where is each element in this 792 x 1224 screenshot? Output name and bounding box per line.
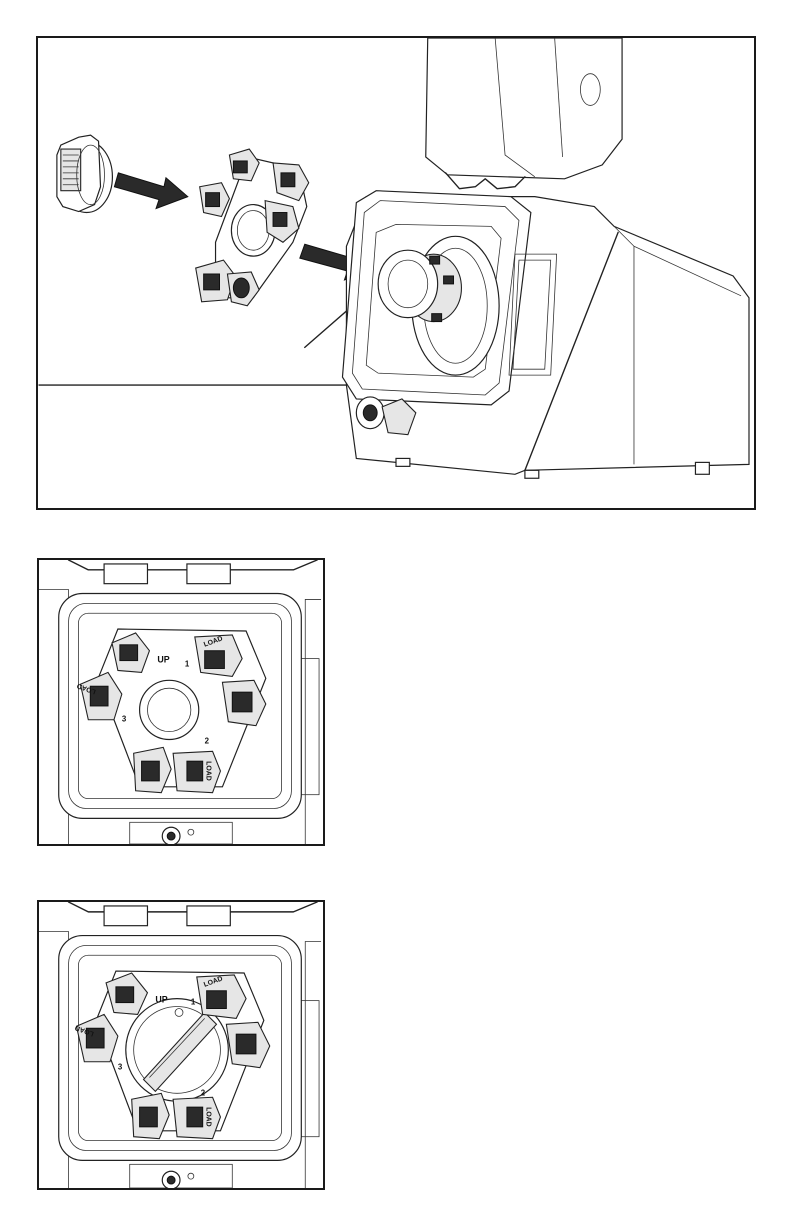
- installation-illustration: [38, 38, 754, 508]
- load-label-2: LOAD: [205, 761, 212, 781]
- position-number-1: 1: [185, 660, 190, 669]
- locked-figure: UP 1 2 3 LOAD LOAD LOAD: [37, 900, 325, 1190]
- seated-figure: UP 1 2 3 LOAD LOAD LOAD: [37, 558, 325, 846]
- position-number-2: 2: [201, 1088, 206, 1097]
- blade-assembly-part: [196, 149, 309, 306]
- seated-illustration: UP 1 2 3 LOAD LOAD LOAD: [39, 560, 323, 844]
- blade-cap-part: [57, 135, 113, 212]
- load-label-2: LOAD: [205, 1107, 212, 1127]
- locked-illustration: UP 1 2 3 LOAD LOAD LOAD: [39, 902, 323, 1188]
- installation-figure: [36, 36, 756, 510]
- arrow-icon-1: [114, 173, 187, 209]
- position-number-3: 3: [118, 1063, 123, 1072]
- up-label: UP: [157, 655, 169, 665]
- position-number-2: 2: [205, 736, 210, 745]
- position-number-3: 3: [122, 715, 127, 724]
- up-label: UP: [155, 995, 167, 1005]
- position-number-1: 1: [191, 998, 196, 1007]
- blender-base: [342, 38, 749, 478]
